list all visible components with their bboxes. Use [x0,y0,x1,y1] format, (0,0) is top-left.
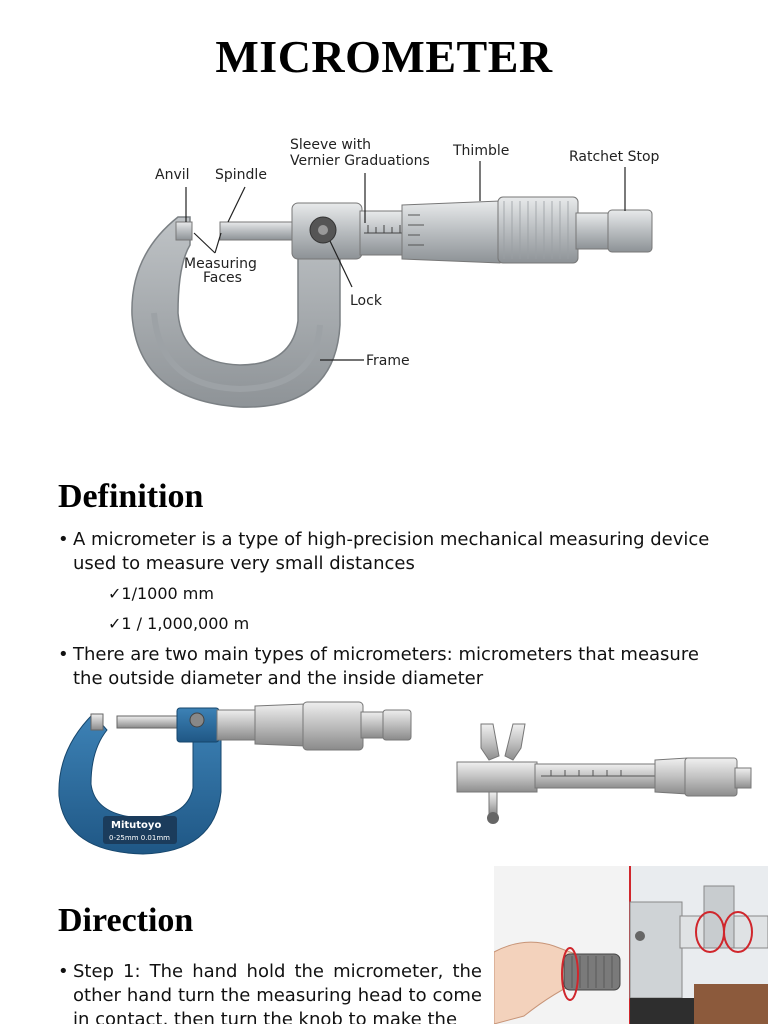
sleeve-label-line1: Sleeve with [290,137,371,153]
micrometer-diagram: Anvil Spindle Sleeve with Vernier Gradua… [120,125,680,425]
definition-bullet-1-line1: A micrometer is a type of high-precision… [73,529,710,550]
definition-bullet-2: • There are two main types of micrometer… [58,643,718,691]
outside-micrometer-photo: Mitutoyo 0-25mm 0.01mm [55,700,415,860]
anvil-shape [175,221,193,241]
direction-heading: Direction [58,902,194,939]
lock-label: Lock [350,293,383,309]
direction-step-1-text: Step 1: The hand hold the micrometer, th… [73,961,482,1024]
sleeve-label-line2: Vernier Graduations [290,153,430,169]
page-title: MICROMETER [215,31,553,82]
definition-bullet-2-line2: the outside diameter and the inside diam… [73,668,484,689]
definition-sub-2-text: 1 / 1,000,000 m [121,614,250,633]
anvil-label: Anvil [155,167,190,183]
measuring-label-line2: Faces [203,270,242,286]
bullet-dot: • [58,529,69,550]
check-icon: ✓ [108,614,122,633]
bullet-dot: • [58,644,69,665]
ratchet-shape [607,209,653,253]
definition-bullet-2-line1: There are two main types of micrometers:… [73,644,699,665]
thimble-label: Thimble [452,143,509,159]
inside-micrometer-photo [455,700,755,840]
definition-sub-1-text: 1/1000 mm [121,584,214,603]
definition-heading: Definition [58,478,204,515]
frame-label: Frame [366,353,410,369]
micrometer-diagram-svg: Anvil Spindle Sleeve with Vernier Gradua… [131,137,660,408]
definition-sub-2: ✓1 / 1,000,000 m [108,614,249,633]
spec-text: 0-25mm 0.01mm [109,834,170,842]
spindle-label: Spindle [215,167,267,183]
spindle-shape [219,221,297,241]
ratchet-label: Ratchet Stop [569,149,660,165]
direction-step-1: • Step 1: The hand hold the micrometer, … [58,960,482,1024]
frame-shape [131,216,341,408]
measuring-label-line1: Measuring [184,256,257,272]
definition-bullet-1-line2: used to measure very small distances [73,553,415,574]
brand-text: Mitutoyo [111,820,161,831]
direction-illustration [494,866,768,1024]
bullet-dot: • [58,961,69,982]
check-icon: ✓ [108,584,122,603]
thimble-shape [401,200,501,264]
definition-bullet-1: • A micrometer is a type of high-precisi… [58,528,718,576]
definition-sub-1: ✓1/1000 mm [108,584,214,603]
